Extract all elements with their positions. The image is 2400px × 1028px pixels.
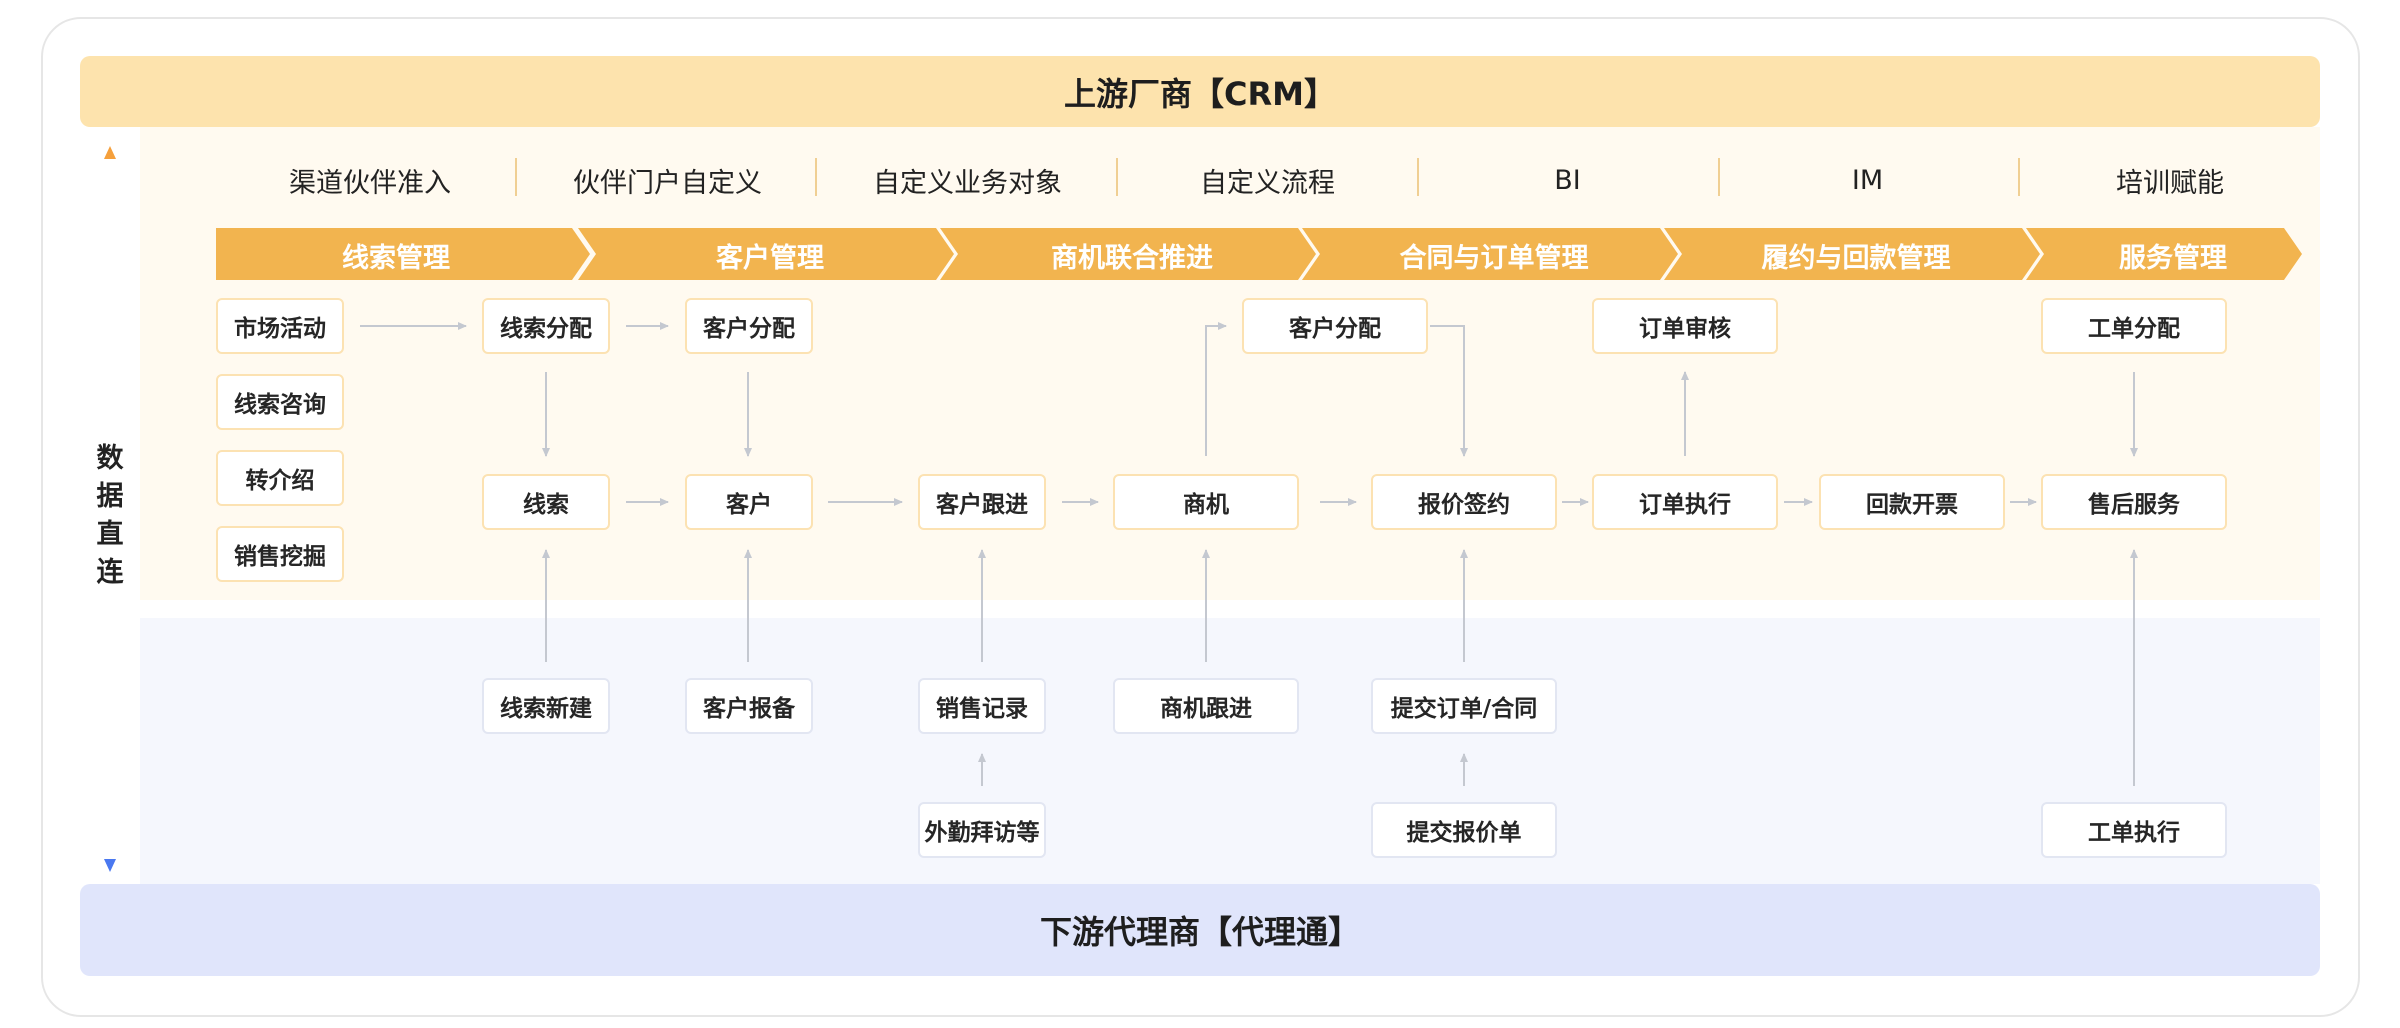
capability-portal-custom: 伙伴门户自定义 — [573, 167, 762, 199]
node-referral: 转介绍 — [216, 450, 344, 506]
node-lead-inquiry: 线索咨询 — [216, 374, 344, 430]
side-label-char: 连 — [96, 557, 124, 588]
node-opportunity-followup: 商机跟进 — [1113, 678, 1299, 734]
node-order-review: 订单审核 — [1592, 298, 1778, 354]
stage-chevron-service — [2026, 228, 2302, 280]
node-customer-report: 客户报备 — [685, 678, 813, 734]
node-customer-assign-opportunity: 客户分配 — [1242, 298, 1428, 354]
upstream-band: 上游厂商【CRM】 — [80, 56, 2320, 127]
side-label-char: 据 — [96, 481, 124, 512]
capability-training: 培训赋能 — [2116, 167, 2224, 199]
node-field-visit: 外勤拜访等 — [918, 802, 1046, 858]
node-lead-create: 线索新建 — [482, 678, 610, 734]
stage-label-fulfilment: 履约与回款管理 — [1761, 242, 1951, 274]
node-order-execution: 订单执行 — [1592, 474, 1778, 530]
stage-chevron-customer — [578, 228, 954, 280]
downstream-band: 下游代理商【代理通】 — [80, 884, 2320, 976]
node-customer-followup: 客户跟进 — [918, 474, 1046, 530]
flow-opportunity-to-customer-assign — [1205, 322, 1227, 456]
node-submit-quote: 提交报价单 — [1371, 802, 1557, 858]
capability-bi: BI — [1554, 164, 1581, 196]
capability-separator — [515, 158, 517, 196]
stage-label-service: 服务管理 — [2119, 242, 2227, 274]
node-payment-invoice: 回款开票 — [1819, 474, 2005, 530]
node-market-activity: 市场活动 — [216, 298, 344, 354]
node-sales-mining: 销售挖掘 — [216, 526, 344, 582]
node-lead: 线索 — [482, 474, 610, 530]
node-quote-sign: 报价签约 — [1371, 474, 1557, 530]
node-aftersales-service: 售后服务 — [2041, 474, 2227, 530]
capability-separator — [1718, 158, 1720, 196]
capability-separator — [2018, 158, 2020, 196]
node-customer: 客户 — [685, 474, 813, 530]
side-label-char: 数 — [96, 443, 124, 474]
node-ticket-assign: 工单分配 — [2041, 298, 2227, 354]
stage-chevrons — [216, 228, 2302, 280]
stage-label-contract: 合同与订单管理 — [1399, 242, 1589, 274]
stage-label-lead: 线索管理 — [342, 242, 450, 274]
stage-chevron-lead — [216, 228, 590, 280]
node-opportunity: 商机 — [1113, 474, 1299, 530]
stage-chevron-fulfilment — [1664, 228, 2040, 280]
node-submit-order: 提交订单/合同 — [1371, 678, 1557, 734]
node-ticket-execution: 工单执行 — [2041, 802, 2227, 858]
downstream-zone — [140, 618, 2320, 884]
stage-chevron-opportunity — [940, 228, 1316, 280]
capability-separator — [1417, 158, 1419, 196]
stage-label-opportunity: 商机联合推进 — [1051, 242, 1213, 274]
flow-customer-assign-to-quote — [1430, 325, 1468, 457]
side-label-char: 直 — [96, 519, 124, 550]
capability-custom-flow: 自定义流程 — [1200, 167, 1335, 199]
capability-separator — [815, 158, 817, 196]
stage-label-customer: 客户管理 — [716, 242, 824, 274]
capability-custom-objects: 自定义业务对象 — [873, 167, 1062, 199]
node-sales-record: 销售记录 — [918, 678, 1046, 734]
capability-channel-access: 渠道伙伴准入 — [289, 167, 451, 199]
node-lead-assign: 线索分配 — [482, 298, 610, 354]
capability-im: IM — [1851, 164, 1884, 196]
stage-chevron-contract — [1302, 228, 1678, 280]
node-customer-assign: 客户分配 — [685, 298, 813, 354]
capability-separator — [1116, 158, 1118, 196]
